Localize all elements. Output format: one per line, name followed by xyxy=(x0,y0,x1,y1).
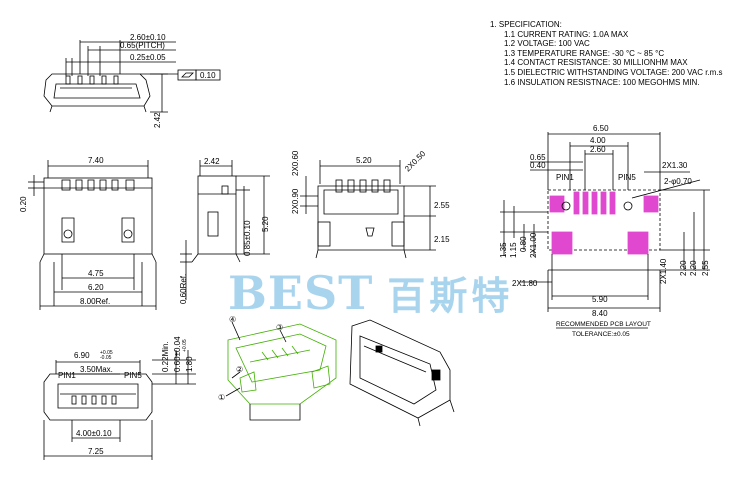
pcb-dim-1-15: 1.15 xyxy=(509,242,518,258)
dim-2-42-front: 2.42 xyxy=(153,112,162,128)
dim-0-25: 0.25±0.05 xyxy=(130,53,166,62)
bottom-view xyxy=(43,350,196,460)
top-view xyxy=(28,160,157,310)
front-view xyxy=(300,160,436,259)
dim-6-90: 6.90 xyxy=(74,351,90,360)
pcb-dim-0-80: 0.80 xyxy=(519,236,528,252)
pcb-dim-2x1-80: 2X1.80 xyxy=(512,279,538,288)
dim-2-60: 2.60±0.10 xyxy=(130,33,166,42)
pcb-dim-1-35: 1.35 xyxy=(499,242,508,258)
label-pin1-bottom: PIN1 xyxy=(58,371,76,380)
dim-5-20-side: 5.20 xyxy=(261,216,270,232)
spec-item-4: 1.4 CONTACT RESISTANCE: 30 MILLIONHM MAX xyxy=(504,58,688,68)
dim-2x0-60: 2X0.60 xyxy=(291,150,300,176)
pcb-dim-2-20-a: 2.20 xyxy=(679,260,688,276)
pcb-dim-2-20-b: 2.20 xyxy=(689,260,698,276)
pcb-dim-2x1-30: 2X1.30 xyxy=(662,161,688,170)
spec-item-3: 1.3 TEMPERATURE RANGE: -30 °C ~ 85 °C xyxy=(504,48,665,58)
spec-item-2: 1.2 VOLTAGE: 100 VAC xyxy=(504,39,590,49)
pcb-layout xyxy=(500,132,710,329)
pcb-label-pin5: PIN5 xyxy=(618,173,636,182)
dim-4-75: 4.75 xyxy=(88,269,104,278)
pcb-dim-8-40: 8.40 xyxy=(592,309,608,318)
watermark-latin: BEST xyxy=(228,266,374,320)
specification-block: 1. SPECIFICATION: 1.1 CURRENT RATING: 1.… xyxy=(490,20,723,87)
isometric-leaders xyxy=(225,321,301,421)
dim-7-25: 7.25 xyxy=(88,447,104,456)
dim-4-00: 4.00±0.10 xyxy=(76,429,112,438)
dim-2x0-50: 2X0.50 xyxy=(403,149,428,174)
callout-1: ① xyxy=(218,393,225,402)
callout-4: ④ xyxy=(229,315,236,324)
dim-1-80-tol: +0.05 xyxy=(182,339,188,352)
isometric-view-1 xyxy=(227,323,337,405)
dim-0-85: 0.85±0.10 xyxy=(243,220,252,256)
pcb-dim-2-phi-0-70: 2-φ0.70 xyxy=(664,177,692,186)
dim-0-60ref: 0.60Ref. xyxy=(179,274,188,304)
flatness-value: 0.10 xyxy=(200,71,216,80)
pcb-dim-2x1-00: 2X1.00 xyxy=(529,232,538,258)
dim-pitch: 0.65(PITCH) xyxy=(120,41,165,50)
dim-0-60-04: 0.60±0.04 xyxy=(173,336,182,372)
label-pin5-bottom: PIN5 xyxy=(124,371,142,380)
pcb-label-pin1: PIN1 xyxy=(556,173,574,182)
callout-3: ③ xyxy=(276,323,283,332)
pcb-dim-0-65: 0.65 xyxy=(530,153,546,162)
spec-title: 1. SPECIFICATION: xyxy=(490,20,562,29)
pcb-tolerance: TOLERANCE:±0.05 xyxy=(572,331,630,338)
dim-1-80: 1.80 xyxy=(185,356,194,372)
spec-item-5: 1.5 DIELECTRIC WITHSTANDING VOLTAGE: 200… xyxy=(504,67,723,77)
dim-6-20: 6.20 xyxy=(88,283,104,292)
pcb-dim-5-90: 5.90 xyxy=(592,295,608,304)
callout-2: ② xyxy=(236,365,243,374)
front-top-view xyxy=(43,40,221,113)
pcb-dim-2-55: 2.55 xyxy=(701,260,710,276)
dim-2-15: 2.15 xyxy=(434,235,450,244)
spec-item-6: 1.6 INSULATION RESISTNACE: 100 MEGOHMS M… xyxy=(504,77,700,87)
dim-2-55-front: 2.55 xyxy=(434,201,450,210)
dim-3-50max: 3.50Max. xyxy=(80,365,113,374)
dim-0-20: 0.20 xyxy=(19,196,28,212)
pcb-dim-6-50: 6.50 xyxy=(593,124,609,133)
pcb-title: RECOMMENDED PCB LAYOUT xyxy=(556,321,651,328)
dim-6-90-tol-minus: -0.05 xyxy=(100,355,112,361)
dim-6-90-tol-plus: +0.05 xyxy=(100,350,113,356)
dim-2-42-side: 2.42 xyxy=(204,157,220,166)
dim-2x0-90: 2X0.90 xyxy=(291,188,300,214)
pcb-dim-2x1-40: 2X1.40 xyxy=(659,258,668,284)
dim-5-20-front: 5.20 xyxy=(356,156,372,165)
pcb-dim-0-40: 0.40 xyxy=(530,161,546,170)
dim-0-22min: 0.22Min. xyxy=(161,341,170,372)
watermark-cjk: 百斯特 xyxy=(387,274,514,318)
isometric-view-2 xyxy=(349,319,455,427)
dim-8-00ref: 8.00Ref. xyxy=(80,297,110,306)
dim-7-40: 7.40 xyxy=(88,156,104,165)
pcb-dim-2-60: 2.60 xyxy=(590,145,606,154)
side-view xyxy=(180,160,270,300)
pcb-dim-4-00: 4.00 xyxy=(590,136,606,145)
watermark: BEST 百斯特 xyxy=(228,265,513,320)
spec-item-1: 1.1 CURRENT RATING: 1.0A MAX xyxy=(504,29,629,39)
